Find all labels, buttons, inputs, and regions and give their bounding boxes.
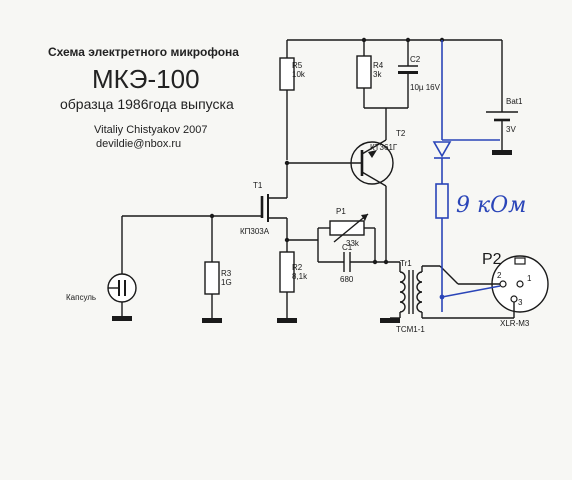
handwritten-value: 9 кОм (456, 193, 526, 218)
t2-value: КТ361Г (370, 143, 398, 152)
c2-value: 10µ 16V (410, 83, 441, 92)
tr1-value: ТСМ1-1 (396, 325, 425, 334)
p2-ref: P2 (482, 251, 502, 268)
transistor-t1: T1 КП303А (240, 163, 290, 252)
r3-value: 1G (221, 278, 232, 287)
transformer-tr1: Tr1 ТСМ1-1 (380, 259, 425, 334)
transistor-t2: T2 КТ361Г (284, 129, 406, 262)
battery-bat1: Bat1 3V (486, 97, 523, 155)
top-rail (287, 37, 503, 112)
connector-p2: P2 1 2 3 XLR-M3 (422, 251, 549, 328)
bat1-ref: Bat1 (506, 97, 523, 106)
tr1-ref: Tr1 (400, 259, 412, 268)
bat1-value: 3V (506, 125, 516, 134)
capsule-label: Капсуль (66, 293, 96, 302)
resistor-r3: R3 1G (202, 261, 232, 323)
r4-value: 3k (373, 70, 382, 79)
microphone-capsule: Капсуль (66, 273, 137, 321)
p2-pin-1: 1 (527, 274, 532, 283)
year-line: образца 1986года выпуска (60, 96, 234, 112)
p1-value: 33k (346, 239, 360, 248)
r5-value: 10k (292, 70, 306, 79)
c1-ref: C1 (342, 243, 353, 252)
r4-ref: R4 (373, 61, 384, 70)
c2-ref: C2 (410, 55, 421, 64)
resistor-r4: R4 3k (356, 40, 384, 108)
p2-pin-2: 2 (497, 271, 502, 280)
diagram-title: МКЭ-100 (92, 64, 200, 94)
p1-ref: P1 (336, 207, 346, 216)
diagram-subtitle: Схема электретного микрофона (48, 45, 239, 59)
c1-value: 680 (340, 275, 354, 284)
gate-wiring (121, 213, 262, 274)
r2-ref: R2 (292, 263, 303, 272)
r2-value: 8,1k (292, 272, 308, 281)
p2-value: XLR-M3 (500, 319, 530, 328)
resistor-r5: R5 10k (279, 40, 306, 160)
t1-ref: T1 (253, 181, 263, 190)
capacitor-c1: C1 680 (318, 243, 400, 284)
email-line: devildie@nbox.ru (96, 138, 182, 150)
potentiometer-p1: P1 33k (287, 207, 376, 262)
t1-value: КП303А (240, 227, 270, 236)
author-line: Vitaliy Chistyakov 2007 (94, 124, 208, 136)
hand-drawn-additions: 9 кОм (432, 40, 526, 312)
p2-pin-3: 3 (518, 298, 523, 307)
capacitor-c2: C2 10µ 16V (398, 40, 441, 108)
resistor-r2: R2 8,1k (277, 251, 308, 323)
t2-ref: T2 (396, 129, 406, 138)
r3-ref: R3 (221, 269, 232, 278)
r5-ref: R5 (292, 61, 303, 70)
